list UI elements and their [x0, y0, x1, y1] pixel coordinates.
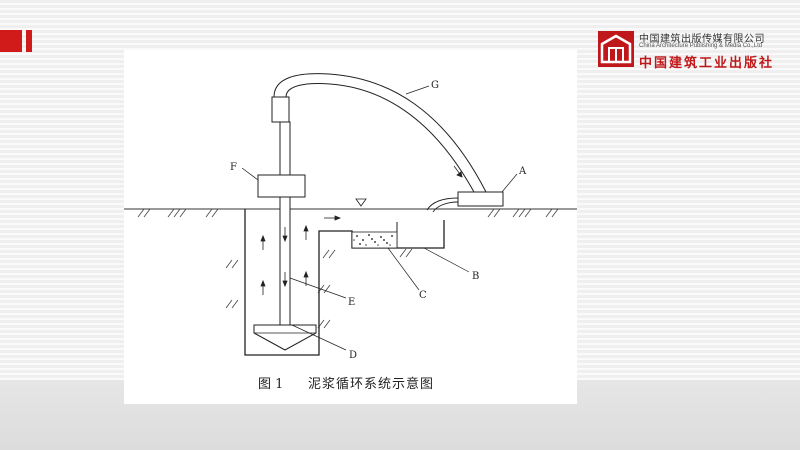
suction-line [426, 197, 459, 211]
label-D: D [349, 350, 357, 361]
borehole-outline [244, 209, 445, 356]
leader-lines [241, 85, 518, 351]
hose-outer [273, 73, 487, 193]
label-A: A [518, 166, 527, 177]
water-level-marker [355, 198, 367, 207]
caption-number: 图 1 [258, 377, 284, 392]
label-C: C [419, 290, 427, 301]
publisher-emblem-icon [598, 31, 634, 67]
publisher-logo: 中国建筑出版传媒有限公司 China Architecture Publishi… [597, 28, 787, 74]
drill-pipe [279, 121, 291, 328]
hose-flow-arrow [453, 165, 463, 178]
ground-hatching [137, 208, 559, 329]
mud-circulation-figure: A B C D E F G 图 1 泥浆循环系统示意图 [124, 50, 577, 404]
sediment-texture [353, 234, 393, 246]
caption-text: 泥浆循环系统示意图 [308, 377, 435, 392]
label-B: B [472, 271, 479, 282]
sediment-mass [351, 231, 398, 249]
top-fitting [271, 96, 290, 123]
hose-inner [285, 83, 475, 193]
publisher-name-stylized: 中国建筑工业出版社 [639, 56, 775, 71]
label-F: F [230, 162, 237, 173]
red-accent-stripe [26, 30, 32, 52]
publisher-name-en: China Architecture Publishing & Media Co… [639, 43, 763, 49]
red-accent-tab [0, 30, 22, 52]
label-G: G [431, 80, 439, 91]
pump-box [457, 191, 504, 207]
drill-bit [253, 324, 317, 351]
mud-circulation-diagram: A B C D E F G [124, 73, 577, 361]
publisher-name-cn: 中国建筑出版传媒有限公司 [639, 34, 765, 45]
pipe-down-arrows [282, 227, 288, 288]
label-E: E [348, 297, 355, 308]
annulus-up-arrows [260, 224, 309, 295]
swivel-box [257, 174, 306, 198]
suction-line-2 [432, 201, 459, 213]
surface-flow-arrow [324, 215, 342, 221]
